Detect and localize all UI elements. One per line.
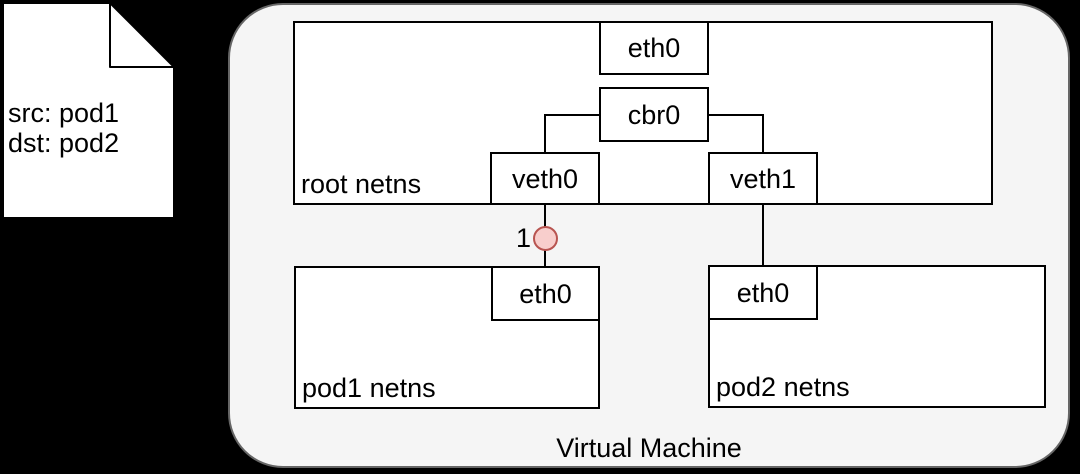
note-body xyxy=(2,2,175,219)
pod1-netns-label: pod1 netns xyxy=(302,373,436,403)
pod2-eth0-label: eth0 xyxy=(736,277,790,308)
veth0-label: veth0 xyxy=(511,163,579,194)
packet-src-line: src: pod1 xyxy=(8,98,120,128)
pod2-eth0-box: eth0 xyxy=(708,265,818,320)
veth1-box: veth1 xyxy=(708,152,818,205)
note-fold xyxy=(109,3,174,68)
veth0-box: veth0 xyxy=(490,152,600,205)
cbr0-label: cbr0 xyxy=(627,99,681,130)
root-netns-label: root netns xyxy=(301,169,422,199)
connector-cbr0-veth0-horizontal xyxy=(545,114,600,116)
virtual-machine-label: Virtual Machine xyxy=(556,433,742,463)
cbr0-bridge-box: cbr0 xyxy=(599,87,709,142)
root-eth0-label: eth0 xyxy=(627,33,681,63)
connector-veth1-pod2-eth0 xyxy=(762,205,764,265)
connector-cbr0-veth0-vertical xyxy=(544,114,546,152)
pod1-eth0-label: eth0 xyxy=(519,278,572,309)
packet-note-text: src: pod1 dst: pod2 xyxy=(8,98,170,158)
packet-dst-line: dst: pod2 xyxy=(8,128,120,158)
pod1-eth0-box: eth0 xyxy=(491,266,600,321)
root-eth0-box: eth0 xyxy=(599,21,709,75)
step-1-marker-number: 1 xyxy=(515,223,531,253)
step-1-marker-circle xyxy=(533,226,558,251)
connector-cbr0-veth1-horizontal xyxy=(707,114,763,116)
veth1-label: veth1 xyxy=(729,163,797,194)
packet-note-icon xyxy=(2,2,175,219)
connector-cbr0-veth1-vertical xyxy=(762,114,764,152)
pod2-netns-label: pod2 netns xyxy=(716,372,850,402)
